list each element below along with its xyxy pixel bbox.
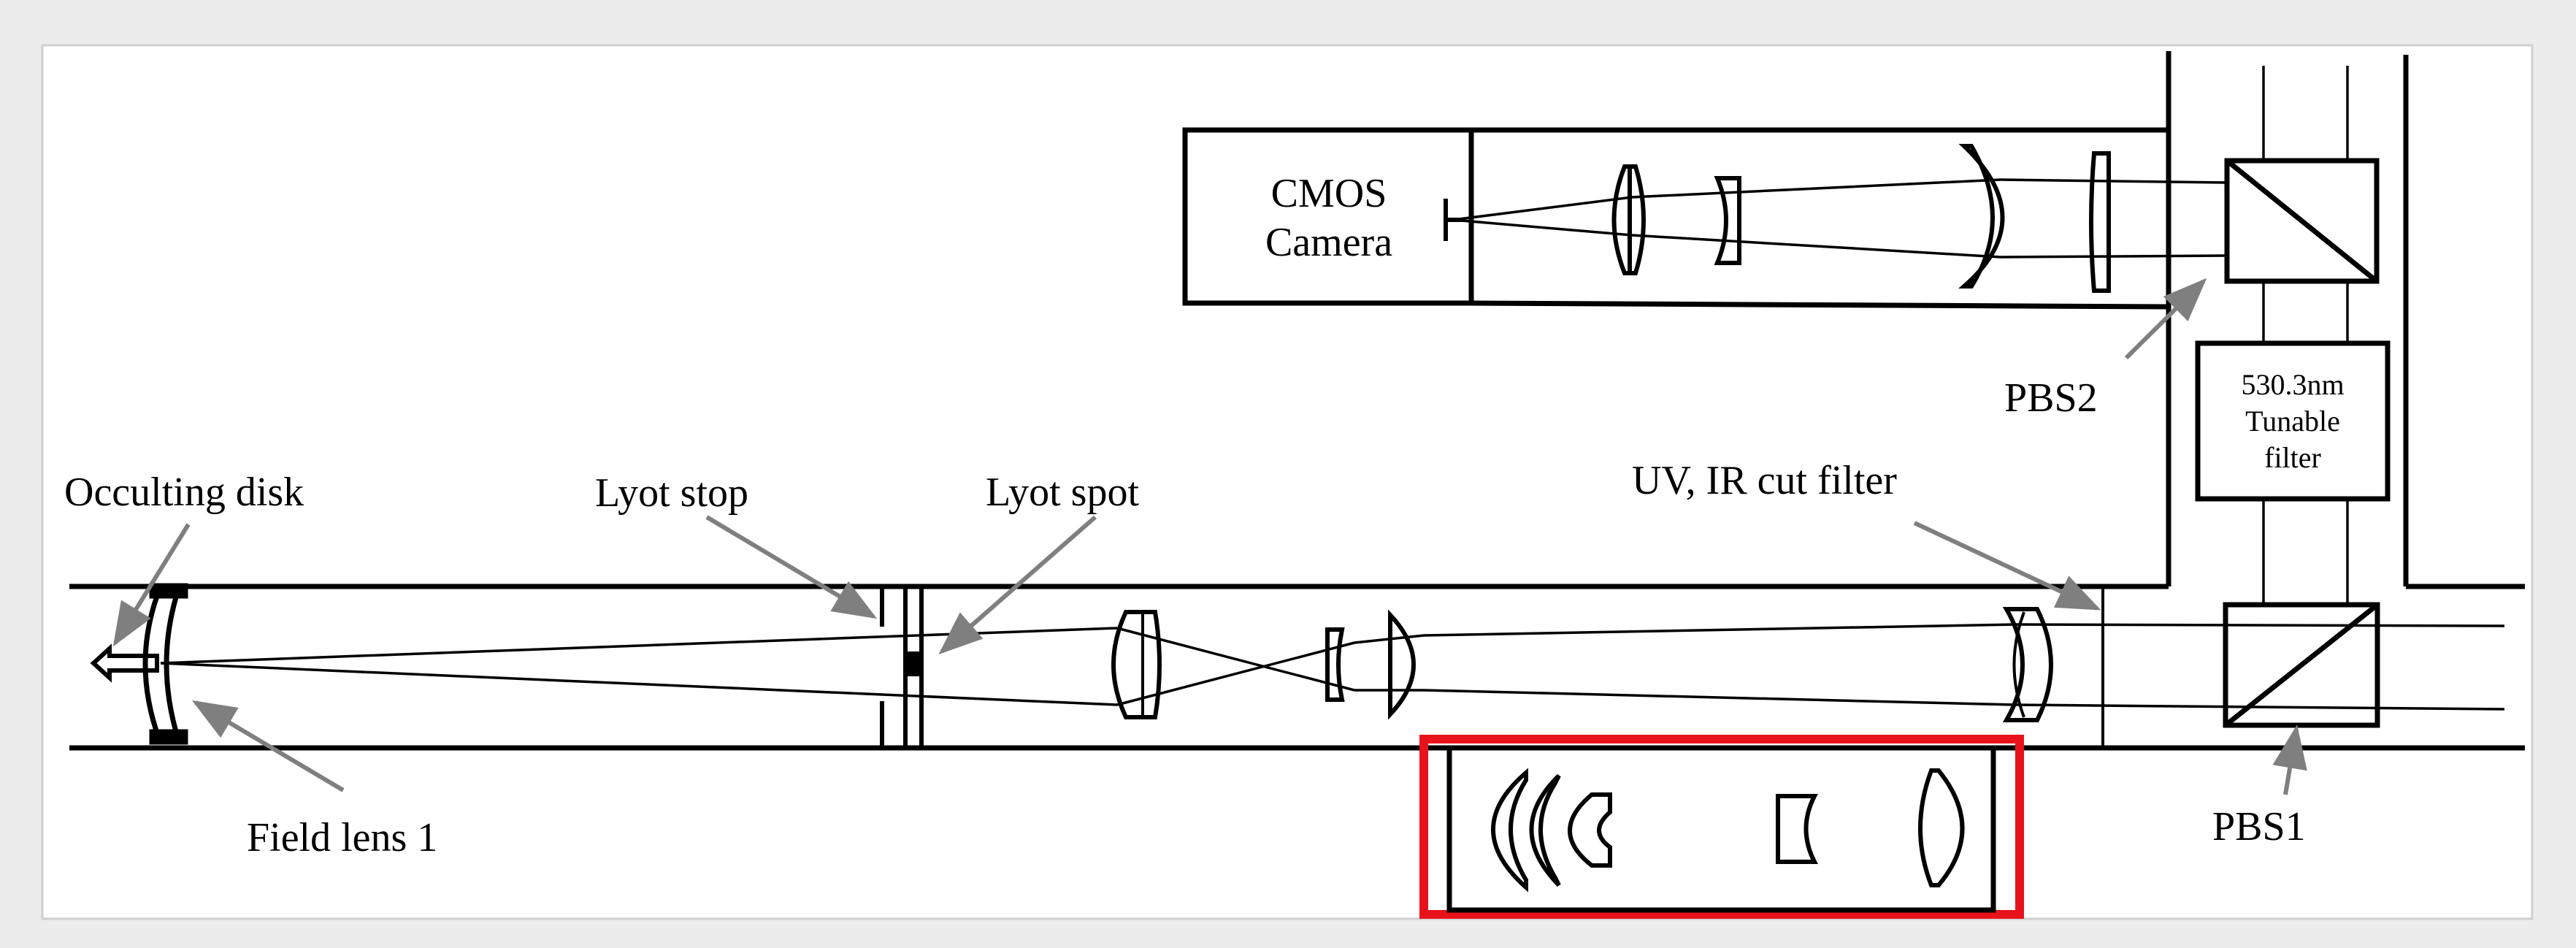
- lyot-spot: [903, 588, 924, 746]
- camera-lens-1: [1611, 164, 1646, 275]
- lyot-spot-arrow: [938, 515, 1097, 654]
- relay-lens-1: [1111, 610, 1162, 719]
- lyot-stop-label: Lyot stop: [595, 470, 748, 516]
- relay-lens-3: [1388, 609, 1416, 720]
- camera-rays: [1452, 178, 2228, 259]
- lens-group-elements: [1491, 768, 1965, 892]
- field-lens-arrow: [191, 700, 345, 792]
- filter-label-line2: Tunable: [2245, 405, 2340, 437]
- cmos-label-line2: Camera: [1265, 220, 1392, 265]
- camera-lens-4: [2089, 151, 2111, 293]
- highlight-box: [1419, 735, 2024, 919]
- field-lens-label: Field lens 1: [247, 815, 437, 860]
- main-tube: [69, 51, 2525, 751]
- cmos-label-line1: CMOS: [1271, 171, 1387, 216]
- pbs2-label: PBS2: [2004, 375, 2098, 421]
- lyot-stop-arrow: [705, 515, 878, 619]
- pbs2-arrow: [2124, 278, 2207, 360]
- relay-lens-4: [2002, 607, 2053, 722]
- uv-ir-filter-arrow: [1913, 521, 2101, 611]
- pbs2-cube: [2224, 158, 2380, 284]
- filter-label-line3: filter: [2264, 441, 2321, 474]
- relay-lens-4-inner: [2012, 611, 2025, 718]
- vertical-beam: [2262, 66, 2349, 605]
- occulting-disk-arrow: [112, 523, 191, 647]
- relay-lens-2: [1325, 627, 1345, 702]
- camera-lens-2: [1714, 176, 1741, 265]
- pbs1-label: PBS1: [2212, 804, 2306, 849]
- tunable-filter-box: [2195, 340, 2391, 502]
- lyot-spot-label: Lyot spot: [986, 470, 1139, 515]
- page-card: [41, 44, 2534, 920]
- occulting-disk: [90, 643, 159, 683]
- occulting-disk-label: Occulting disk: [64, 470, 304, 515]
- lens-group-box: [1446, 745, 1996, 913]
- pointer-arrows: [112, 278, 2307, 795]
- uv-ir-filter-label: UV, IR cut filter: [1632, 458, 1897, 503]
- pbs1-arrow: [2272, 725, 2307, 795]
- camera-lens-3: [1958, 144, 2005, 288]
- filter-label-line1: 530.3nm: [2241, 368, 2344, 401]
